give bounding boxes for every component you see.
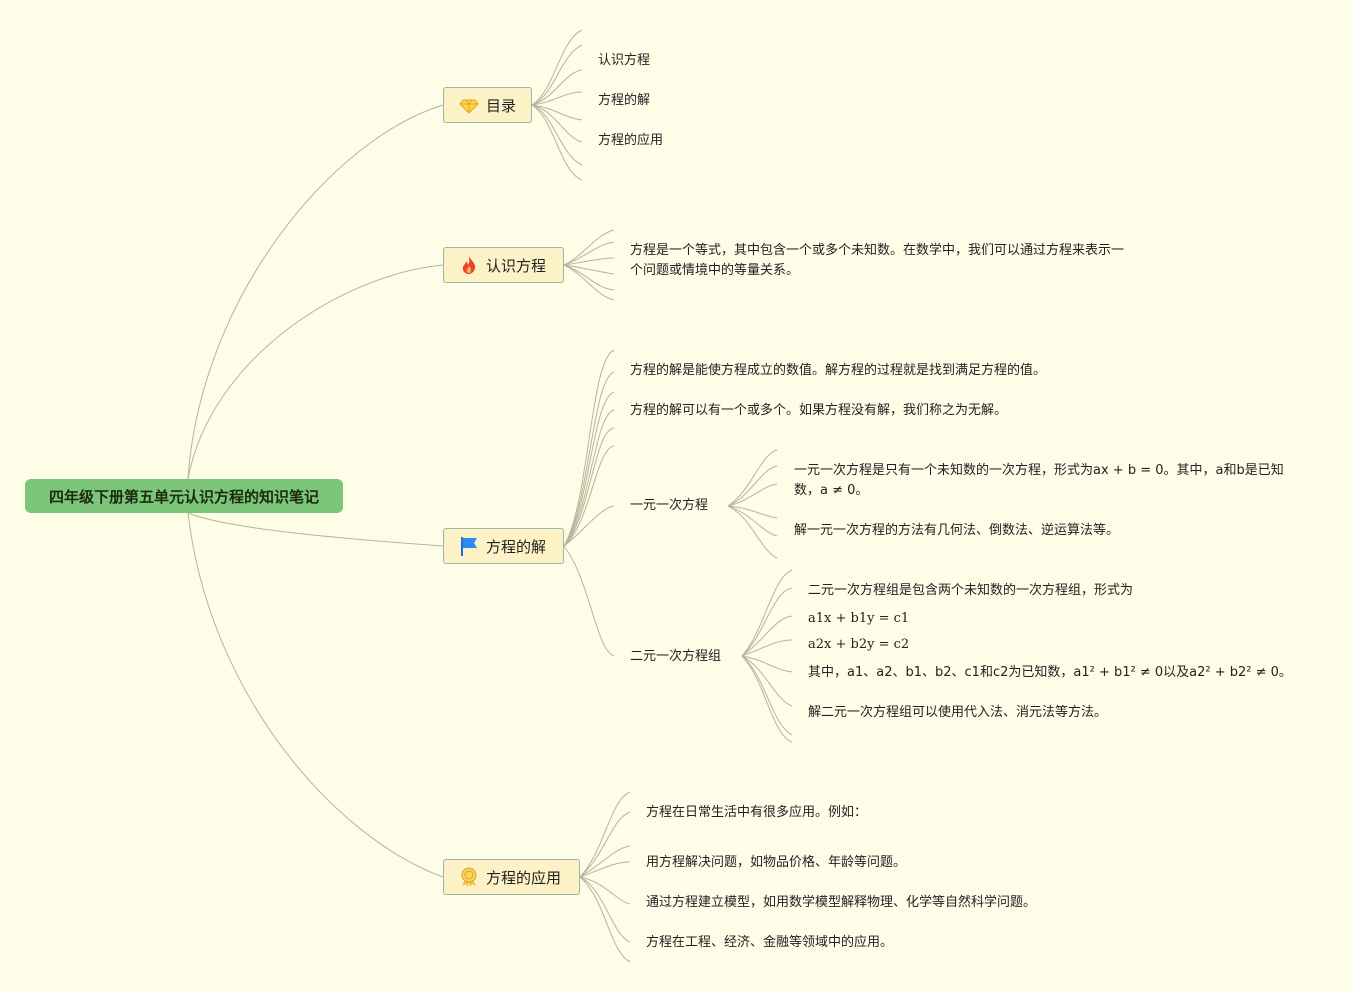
branch-toc[interactable]: 目录 bbox=[443, 87, 532, 123]
link-central-application bbox=[187, 512, 444, 878]
equation-system-methods[interactable]: 解二元一次方程组可以使用代入法、消元法等方法。 bbox=[808, 705, 1108, 720]
linear-equation-node[interactable]: 一元一次方程 bbox=[630, 498, 709, 513]
link-central-intro bbox=[187, 264, 444, 480]
toc-item[interactable]: 认识方程 bbox=[598, 53, 651, 68]
flag-icon bbox=[458, 535, 480, 557]
application-item[interactable]: 通过方程建立模型，如用数学模型解释物理、化学等自然科学问题。 bbox=[646, 895, 1037, 910]
linear-equation-methods[interactable]: 解一元一次方程的方法有几何法、倒数法、逆运算法等。 bbox=[794, 523, 1120, 538]
solution-text-2[interactable]: 方程的解可以有一个或多个。如果方程没有解，我们称之为无解。 bbox=[630, 403, 1008, 418]
link-central-toc bbox=[187, 104, 444, 480]
branch-solution[interactable]: 方程的解 bbox=[443, 528, 564, 564]
branch-solution-label: 方程的解 bbox=[486, 537, 547, 556]
medal-icon bbox=[458, 866, 480, 888]
application-item[interactable]: 方程在日常生活中有很多应用。例如： bbox=[646, 805, 868, 820]
fire-icon bbox=[458, 254, 480, 276]
branch-intro-label: 认识方程 bbox=[486, 256, 547, 275]
branch-application-label: 方程的应用 bbox=[486, 868, 562, 887]
toc-item[interactable]: 方程的应用 bbox=[598, 133, 664, 148]
toc-item[interactable]: 方程的解 bbox=[598, 93, 651, 108]
equation-system-node[interactable]: 二元一次方程组 bbox=[630, 649, 722, 664]
equation-system-eq2[interactable]: a2x + b2y = c2 bbox=[808, 637, 910, 652]
equation-system-condition[interactable]: 其中，a1、a2、b1、b2、c1和c2为已知数，a1² + b1² ≠ 0以及… bbox=[808, 665, 1292, 680]
application-item[interactable]: 方程在工程、经济、金融等领域中的应用。 bbox=[646, 935, 894, 950]
central-topic[interactable]: 四年级下册第五单元认识方程的知识笔记 bbox=[25, 479, 343, 513]
application-item[interactable]: 用方程解决问题，如物品价格、年龄等问题。 bbox=[646, 855, 907, 870]
branch-intro[interactable]: 认识方程 bbox=[443, 247, 564, 283]
linear-equation-def[interactable]: 一元一次方程是只有一个未知数的一次方程，形式为ax + b = 0。其中，a和b… bbox=[794, 463, 1284, 498]
solution-text-1[interactable]: 方程的解是能使方程成立的数值。解方程的过程就是找到满足方程的值。 bbox=[630, 363, 1047, 378]
diamond-icon bbox=[458, 94, 480, 116]
branch-toc-label: 目录 bbox=[486, 96, 517, 115]
link-central-solution bbox=[187, 512, 444, 547]
intro-text[interactable]: 方程是一个等式，其中包含一个或多个未知数。在数学中，我们可以通过方程来表示一个问… bbox=[630, 243, 1125, 278]
branch-application[interactable]: 方程的应用 bbox=[443, 859, 580, 895]
equation-system-def[interactable]: 二元一次方程组是包含两个未知数的一次方程组，形式为 bbox=[808, 583, 1134, 598]
equation-system-eq1[interactable]: a1x + b1y = c1 bbox=[808, 611, 910, 626]
